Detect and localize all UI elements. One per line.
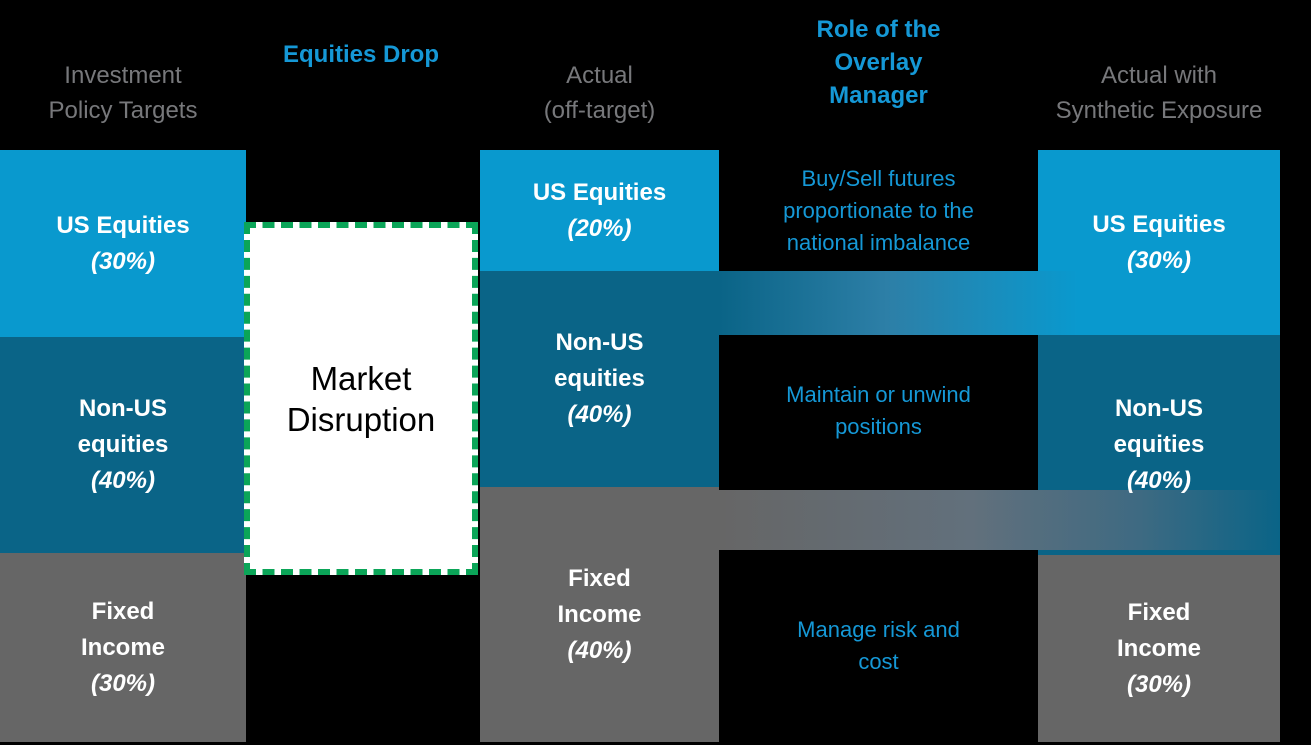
block-percentage: (30%) — [1126, 246, 1191, 274]
header-line: Manager — [829, 82, 928, 109]
overlay-action-buy-sell-futures: Buy/Sell futures proportionate to the na… — [719, 150, 1038, 271]
block-label-line: US Equities — [56, 211, 190, 239]
header-line: Role of the — [816, 16, 941, 43]
block-label-line: Non-US — [79, 395, 167, 422]
header-line: Actual with — [1100, 62, 1218, 89]
action-line: positions — [835, 414, 922, 439]
flow-band-equities-exposure — [719, 271, 1280, 335]
block-label: US Equities (30%) — [56, 208, 189, 280]
policy-block-us-equities: US Equities (30%) — [0, 150, 246, 337]
header-equities-drop: Equities Drop — [244, 38, 478, 71]
action-line: Manage risk and — [797, 617, 960, 642]
header-line: Actual — [566, 62, 633, 89]
block-label: Non-US equities (40%) — [1114, 391, 1205, 499]
block-label-line: equities — [1113, 431, 1205, 458]
block-percentage: (30%) — [90, 247, 155, 275]
overlay-action-manage-risk-cost: Manage risk and cost — [719, 550, 1038, 742]
policy-block-fixed-income: Fixed Income (30%) — [0, 553, 246, 742]
actual-block-fixed-income: Fixed Income (40%) — [480, 487, 719, 742]
flow-band-fixed-income-exposure — [719, 490, 1280, 550]
block-label-line: US Equities — [532, 178, 667, 206]
label-line: Market — [310, 359, 412, 397]
block-label-line: Income — [1116, 634, 1202, 662]
action-label: Maintain or unwind positions — [786, 379, 971, 443]
block-label-line: Income — [80, 633, 166, 661]
header-line: Policy Targets — [48, 97, 198, 124]
block-percentage: (40%) — [567, 401, 632, 428]
block-percentage: (20%) — [567, 214, 632, 242]
block-percentage: (40%) — [90, 467, 155, 494]
action-line: Buy/Sell futures — [801, 165, 956, 191]
overlay-action-maintain-unwind: Maintain or unwind positions — [719, 335, 1038, 487]
actual-block-non-us-equities: Non-US equities (40%) — [480, 271, 719, 487]
block-label: US Equities (30%) — [1092, 207, 1225, 279]
block-label: Fixed Income (40%) — [557, 561, 641, 669]
block-percentage: (30%) — [1126, 670, 1192, 698]
block-percentage: (40%) — [567, 636, 632, 664]
header-role-of-overlay-manager: Role of the Overlay Manager — [719, 13, 1038, 112]
block-label-line: US Equities — [1092, 210, 1226, 238]
block-label-line: equities — [554, 365, 645, 392]
block-label-line: equities — [77, 431, 169, 458]
block-label-line: Fixed — [1127, 598, 1191, 626]
header-line: Investment — [64, 62, 182, 89]
action-line: proportionate to the — [783, 197, 974, 223]
header-line: Overlay — [834, 49, 923, 76]
market-disruption-label: Market Disruption — [287, 358, 436, 440]
block-label-line: Income — [557, 600, 642, 628]
header-line: (off-target) — [543, 97, 656, 124]
block-label-line: Fixed — [91, 597, 155, 625]
header-actual-with-synthetic-exposure: Actual with Synthetic Exposure — [1031, 58, 1287, 128]
action-label: Buy/Sell futures proportionate to the na… — [783, 163, 974, 259]
header-line: Equities Drop — [282, 41, 439, 68]
header-actual-off-target: Actual (off-target) — [480, 58, 719, 128]
synthetic-block-fixed-income: Fixed Income (30%) — [1038, 555, 1280, 742]
label-line: Disruption — [286, 400, 436, 438]
block-label-line: Non-US — [555, 329, 644, 356]
block-label: Fixed Income (30%) — [1117, 595, 1201, 703]
block-label: Fixed Income (30%) — [81, 594, 165, 702]
block-label: US Equities (20%) — [533, 175, 666, 247]
policy-block-non-us-equities: Non-US equities (40%) — [0, 337, 246, 553]
market-disruption-box: Market Disruption — [244, 222, 478, 575]
header-investment-policy-targets: Investment Policy Targets — [0, 58, 246, 128]
block-label-line: Non-US — [1115, 395, 1203, 422]
action-line: national imbalance — [786, 229, 971, 255]
actual-block-us-equities: US Equities (20%) — [480, 150, 719, 271]
block-percentage: (30%) — [90, 669, 156, 697]
block-label: Non-US equities (40%) — [554, 325, 645, 433]
block-percentage: (40%) — [1126, 467, 1191, 494]
action-line: cost — [858, 649, 899, 674]
block-label: Non-US equities (40%) — [78, 391, 169, 499]
block-label-line: Fixed — [568, 564, 631, 592]
action-line: Maintain or unwind — [786, 382, 971, 407]
header-line: Synthetic Exposure — [1055, 97, 1263, 124]
action-label: Manage risk and cost — [797, 614, 960, 678]
